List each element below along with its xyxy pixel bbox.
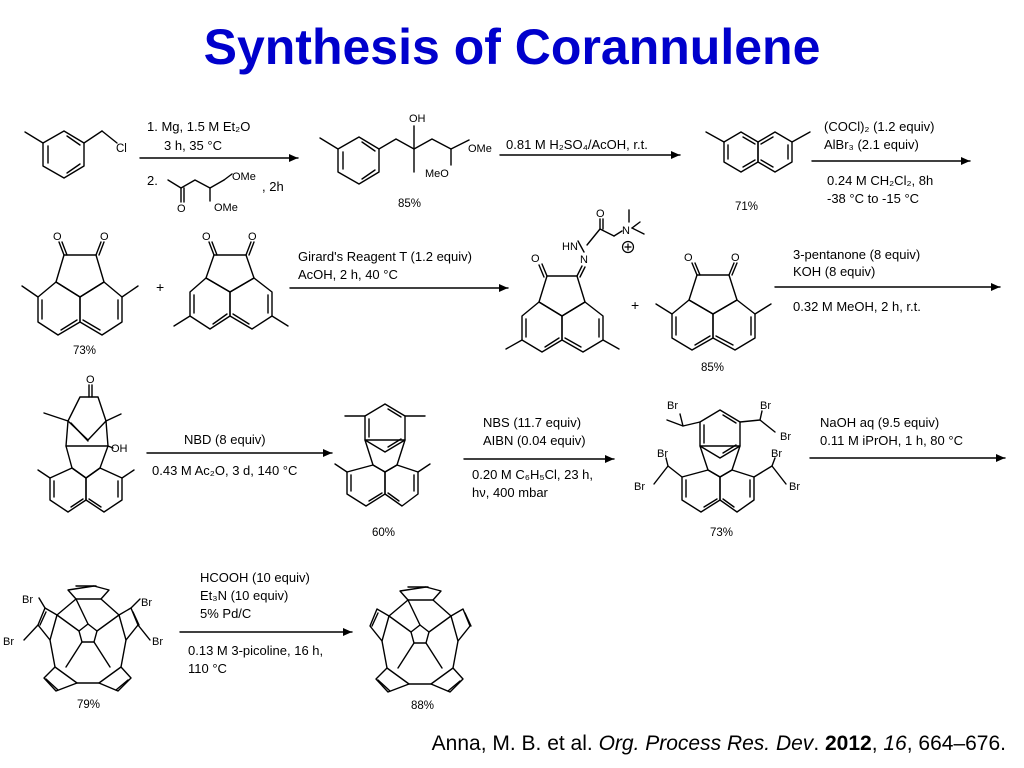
atom-o: O: [86, 374, 95, 386]
yield-naphthalene: 71%: [735, 201, 759, 213]
atom-br: Br: [141, 597, 152, 609]
step6-condition-line1: NBD (8 equiv): [184, 432, 266, 447]
step9-condition-line2: Et₃N (10 equiv): [200, 588, 289, 603]
atom-br: Br: [771, 448, 782, 460]
molecule-tetrabromocorannulene: Br Br Br Br: [3, 585, 163, 692]
atom-br: Br: [634, 481, 645, 493]
molecule-benzyl-chloride: Cl: [24, 130, 127, 179]
atom-o: O: [177, 203, 186, 215]
atom-o: O: [248, 231, 257, 243]
atom-br: Br: [760, 400, 771, 412]
step5-condition-line3: 0.32 M MeOH, 2 h, r.t.: [793, 299, 921, 314]
citation-volume: 16: [883, 732, 907, 755]
step1-condition-line1: 1. Mg, 1.5 M Et₂O: [147, 119, 251, 134]
citation: Anna, M. B. et al. Org. Process Res. Dev…: [432, 732, 1006, 756]
atom-br: Br: [22, 594, 33, 606]
step8-condition-line1: NaOH aq (9.5 equiv): [820, 415, 940, 430]
citation-year: 2012: [824, 732, 872, 755]
citation-sep: ,: [871, 732, 884, 755]
molecule-dimethylnaphthalene: [705, 131, 811, 173]
step7-condition-line2: AIBN (0.04 equiv): [483, 433, 586, 448]
step9-condition-line3: 5% Pd/C: [200, 606, 252, 621]
yield-tetrabromo: 79%: [77, 699, 101, 711]
atom-ome: OMe: [214, 202, 238, 214]
step7-condition-line1: NBS (11.7 equiv): [483, 415, 582, 430]
atom-br: Br: [3, 636, 14, 648]
molecule-hydroxy-ketone: O OH: [37, 374, 135, 513]
atom-o: O: [202, 231, 211, 243]
atom-oh: OH: [409, 113, 426, 125]
atom-o: O: [684, 252, 693, 264]
plus-sign: +: [631, 297, 639, 313]
step4-condition-line1: Girard's Reagent T (1.2 equiv): [298, 249, 472, 264]
atom-o: O: [100, 231, 109, 243]
yield-dione: 85%: [701, 362, 725, 374]
atom-br: Br: [152, 636, 163, 648]
yield-fluoranthene: 60%: [372, 527, 396, 539]
molecule-fluoranthene: [334, 403, 431, 507]
citation-dot: .: [813, 732, 825, 755]
step3-condition-line3: 0.24 M CH₂Cl₂, 8h: [827, 173, 934, 188]
plus-sign: +: [156, 279, 164, 295]
atom-meo: MeO: [425, 168, 449, 180]
yield-alcohol: 85%: [398, 198, 422, 210]
yield-bromide: 73%: [710, 527, 734, 539]
molecule-diketone-b: O O: [173, 231, 289, 330]
step1-condition-line2: 3 h, 35 °C: [164, 138, 222, 153]
yield-diketones: 73%: [73, 345, 97, 357]
molecule-corannulene: [369, 586, 472, 693]
molecule-diketone-c: O O: [655, 252, 772, 351]
step8-condition-line2: 0.11 M iPrOH, 1 h, 80 °C: [820, 433, 963, 448]
page-title: Synthesis of Corannulene: [203, 19, 821, 75]
step4-condition-line2: AcOH, 2 h, 40 °C: [298, 267, 398, 282]
step1-condition-number: 2.: [147, 173, 158, 188]
atom-br: Br: [789, 481, 800, 493]
step9-condition-line5: 110 °C: [188, 661, 227, 676]
atom-br: Br: [657, 448, 668, 460]
step3-condition-line4: -38 °C to -15 °C: [827, 191, 920, 206]
molecule-diketone-a: O O: [21, 231, 139, 336]
atom-o: O: [731, 252, 740, 264]
step9-condition-line4: 0.13 M 3-picoline, 16 h,: [188, 643, 324, 658]
atom-cl: Cl: [116, 143, 127, 155]
step7-condition-line4: hν, 400 mbar: [472, 485, 548, 500]
step7-condition-line3: 0.20 M C₆H₅Cl, 23 h,: [472, 467, 594, 482]
step9-condition-line1: HCOOH (10 equiv): [200, 570, 310, 585]
step5-condition-line1: 3-pentanone (8 equiv): [793, 247, 921, 262]
citation-authors: Anna, M. B. et al.: [431, 732, 599, 755]
step2-condition: 0.81 M H₂SO₄/AcOH, r.t.: [506, 137, 648, 152]
atom-ome: OMe: [468, 143, 492, 155]
molecule-hydrazone: O N HN O N: [505, 208, 645, 353]
atom-br: Br: [780, 431, 791, 443]
step6-condition-line2: 0.43 M Ac₂O, 3 d, 140 °C: [152, 463, 298, 478]
atom-n: N: [622, 225, 630, 237]
atom-br: Br: [667, 400, 678, 412]
atom-ome: OMe: [232, 171, 256, 183]
atom-o: O: [596, 208, 605, 220]
step3-condition-line1: (COCl)₂ (1.2 equiv): [824, 119, 935, 134]
molecule-alcohol: OH OMe MeO: [319, 113, 492, 185]
atom-n: N: [580, 254, 588, 266]
molecule-polybromide: Br Br Br Br Br Br Br: [634, 400, 800, 513]
step5-condition-line2: KOH (8 equiv): [793, 264, 876, 279]
yield-corannulene: 88%: [411, 700, 435, 712]
atom-o: O: [531, 253, 540, 265]
atom-oh: OH: [111, 443, 128, 455]
citation-journal: Org. Process Res. Dev: [598, 732, 814, 755]
step1-condition-time: , 2h: [262, 179, 284, 194]
step3-condition-line2: AlBr₃ (2.1 equiv): [824, 137, 919, 152]
molecule-methoxy-ketone: O OMe OMe: [167, 171, 256, 215]
atom-o: O: [53, 231, 62, 243]
citation-pages: , 664–676.: [906, 732, 1006, 755]
atom-hn: HN: [562, 241, 578, 253]
